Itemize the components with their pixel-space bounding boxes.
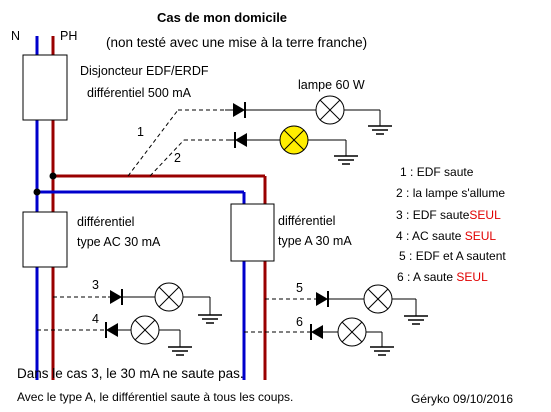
ground-5-icon <box>404 315 428 325</box>
lamp-label: lampe 60 W <box>298 78 365 92</box>
diagram-title: Cas de mon domicile <box>157 10 287 25</box>
ground-1-icon <box>368 125 392 135</box>
rcd-ac-line2: type AC 30 mA <box>77 235 161 249</box>
ground-6-icon <box>370 346 394 356</box>
lamp-5-cross-b <box>367 288 389 310</box>
rcd-a-line1: différentiel <box>278 214 335 228</box>
note-case-3: Dans le cas 3, le 30 mA ne saute pas. <box>17 366 244 381</box>
neutral-label: N <box>11 29 20 43</box>
legend-item-2: 2 : la lampe s'allume <box>396 186 505 200</box>
note-type-a: Avec le type A, le différentiel saute à … <box>17 390 293 404</box>
diode-2-icon <box>235 133 247 147</box>
lamp-2-cross-b <box>283 129 305 151</box>
diode-5-icon <box>316 292 328 306</box>
lamp-4-cross-b <box>134 319 156 341</box>
phase-label: PH <box>60 29 77 43</box>
ground-3-icon <box>198 314 222 324</box>
rcd-a-line2: type A 30 mA <box>278 234 352 248</box>
test-6-number: 6 <box>296 315 303 329</box>
signature: Géryko 09/10/2016 <box>411 392 513 406</box>
legend-item-5: 5 : EDF et A sautent <box>399 249 506 263</box>
main-breaker-line1: Disjoncteur EDF/ERDF <box>80 64 209 78</box>
legend: 1 : EDF saute 2 : la lampe s'allume 3 : … <box>396 165 506 284</box>
rcd-ac-box <box>22 211 68 268</box>
diode-3-icon <box>110 290 122 304</box>
diode-4-icon <box>106 323 118 337</box>
junction-dot-neutral <box>33 188 41 196</box>
test-2-number: 2 <box>174 151 181 165</box>
diode-6-icon <box>311 325 323 339</box>
lamp-3-cross-b <box>158 286 180 308</box>
ground-2-icon <box>334 155 358 165</box>
main-breaker-box <box>22 54 68 121</box>
diagram-subtitle: (non testé avec une mise à la terre fran… <box>106 35 367 50</box>
rcd-a-box <box>230 203 275 262</box>
test-1-number: 1 <box>137 125 144 139</box>
lamp-1-cross-b <box>319 99 341 121</box>
main-breaker-line2: différentiel 500 mA <box>87 86 192 100</box>
legend-item-6: 6 : A saute SEUL <box>397 270 488 284</box>
test-4-number: 4 <box>92 312 99 326</box>
legend-item-4: 4 : AC saute SEUL <box>396 229 496 243</box>
test-1-dashed <box>127 109 179 177</box>
lamp-6-cross-b <box>341 321 363 343</box>
junction-dot-phase <box>49 172 57 180</box>
ground-4-icon <box>168 346 192 356</box>
test-5-number: 5 <box>296 281 303 295</box>
rcd-ac-line1: différentiel <box>77 215 134 229</box>
test-2-dashed <box>149 139 185 177</box>
legend-item-3: 3 : EDF sauteSEUL <box>396 208 501 222</box>
test-3-number: 3 <box>92 278 99 292</box>
diode-1-icon <box>233 103 245 117</box>
legend-item-1: 1 : EDF saute <box>400 165 474 179</box>
